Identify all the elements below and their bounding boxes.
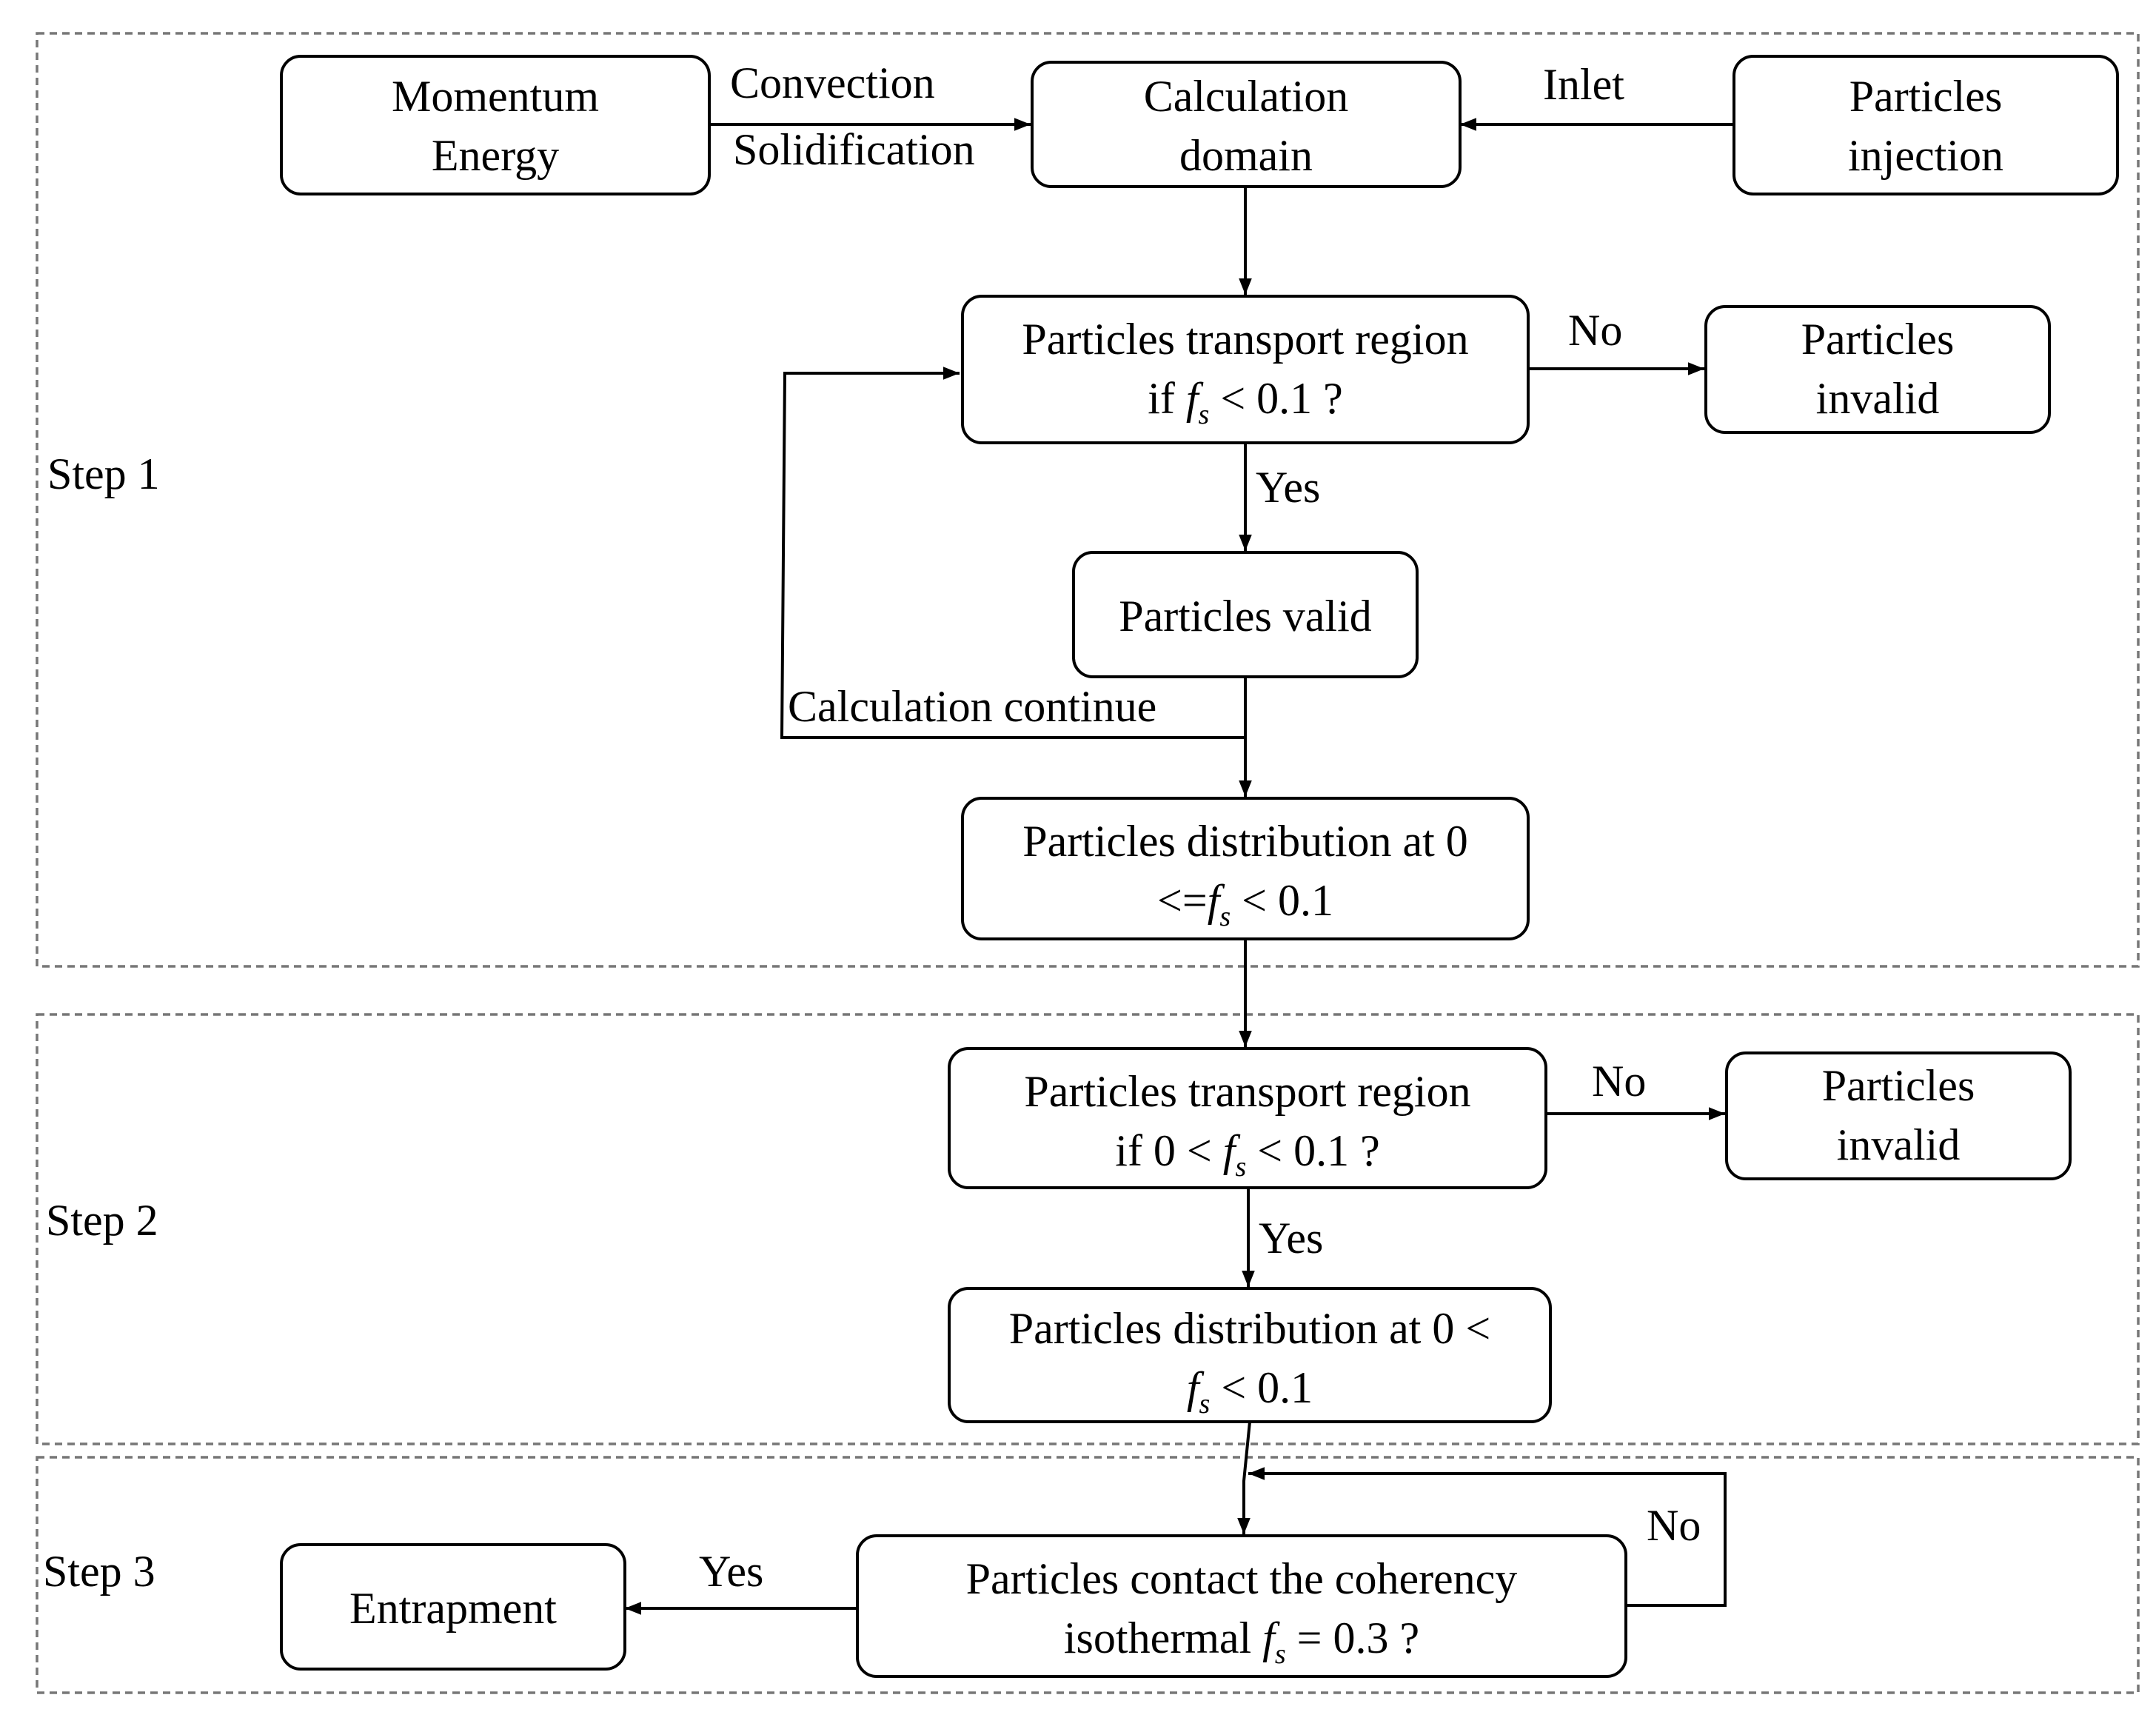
node-dist1-line2: <=fs < 0.1 <box>1157 876 1333 932</box>
node-distribution-1: Particles distribution at 0 <=fs < 0.1 <box>961 797 1530 940</box>
node-dist1-line1: Particles distribution at 0 <box>1022 817 1468 866</box>
edge-loop-calc-continue <box>780 367 1245 739</box>
step3-label: Step 3 <box>43 1547 155 1596</box>
node-dist2-line1: Particles distribution at 0 < <box>1009 1304 1490 1353</box>
node-calculation-domain: Calculation domain <box>1031 61 1462 188</box>
node-transport1-line2: if fs < 0.1 ? <box>1148 374 1343 430</box>
node-transport1-line1: Particles transport region <box>1022 315 1468 364</box>
node-transport-region-2: Particles transport region if 0 < fs < 0… <box>948 1047 1547 1189</box>
node-transport-region-1: Particles transport region if fs < 0.1 ? <box>961 295 1530 444</box>
node-momentum-energy: Momentum Energy <box>280 55 711 195</box>
node-momentum-line2: Energy <box>432 131 559 180</box>
node-particles-invalid-2: Particles invalid <box>1725 1051 2072 1180</box>
label-no-3: No <box>1647 1501 1701 1550</box>
node-entrapment-label: Entrapment <box>349 1584 557 1633</box>
node-transport2-line2: if 0 < fs < 0.1 ? <box>1115 1126 1379 1183</box>
step2-label: Step 2 <box>46 1196 158 1245</box>
node-contact-line2: isothermal fs = 0.3 ? <box>1064 1614 1419 1670</box>
node-valid-label: Particles valid <box>1119 592 1372 641</box>
node-particles-valid: Particles valid <box>1072 551 1419 678</box>
step1-frame <box>36 32 2140 968</box>
label-yes-1: Yes <box>1256 463 1320 512</box>
label-solidification: Solidification <box>733 125 975 174</box>
node-transport2-line1: Particles transport region <box>1024 1067 1470 1116</box>
node-particles-invalid-1: Particles invalid <box>1704 305 2051 434</box>
node-distribution-2: Particles distribution at 0 < fs < 0.1 <box>948 1287 1552 1423</box>
node-contact-coherency: Particles contact the coherency isotherm… <box>856 1534 1627 1678</box>
node-injection-line1: Particles <box>1849 72 2003 121</box>
node-invalid1-line2: invalid <box>1816 374 1940 423</box>
node-momentum-line1: Momentum <box>392 72 599 121</box>
label-convection: Convection <box>730 58 935 107</box>
node-entrapment: Entrapment <box>280 1543 626 1671</box>
label-yes-3: Yes <box>699 1547 763 1596</box>
node-dist2-line2: fs < 0.1 <box>1187 1363 1313 1420</box>
step1-label: Step 1 <box>47 449 160 498</box>
node-invalid1-line1: Particles <box>1801 315 1955 364</box>
label-no-1: No <box>1568 306 1622 355</box>
step3-frame <box>36 1456 2140 1694</box>
edge-contact-no-loop <box>1248 1467 1727 1607</box>
label-yes-2: Yes <box>1259 1214 1323 1263</box>
node-injection-line2: injection <box>1848 131 2003 180</box>
node-invalid2-line2: invalid <box>1837 1120 1961 1169</box>
edge-dist2-to-contact <box>1237 1421 1251 1534</box>
label-no-2: No <box>1592 1057 1646 1106</box>
step2-frame <box>36 1013 2140 1445</box>
node-particles-injection: Particles injection <box>1732 55 2119 195</box>
node-domain-line1: Calculation <box>1144 72 1349 121</box>
node-invalid2-line1: Particles <box>1822 1061 1975 1110</box>
label-calc-continue: Calculation continue <box>788 682 1156 731</box>
node-contact-line1: Particles contact the coherency <box>966 1554 1518 1603</box>
label-inlet: Inlet <box>1543 60 1624 109</box>
node-domain-line2: domain <box>1179 131 1313 180</box>
